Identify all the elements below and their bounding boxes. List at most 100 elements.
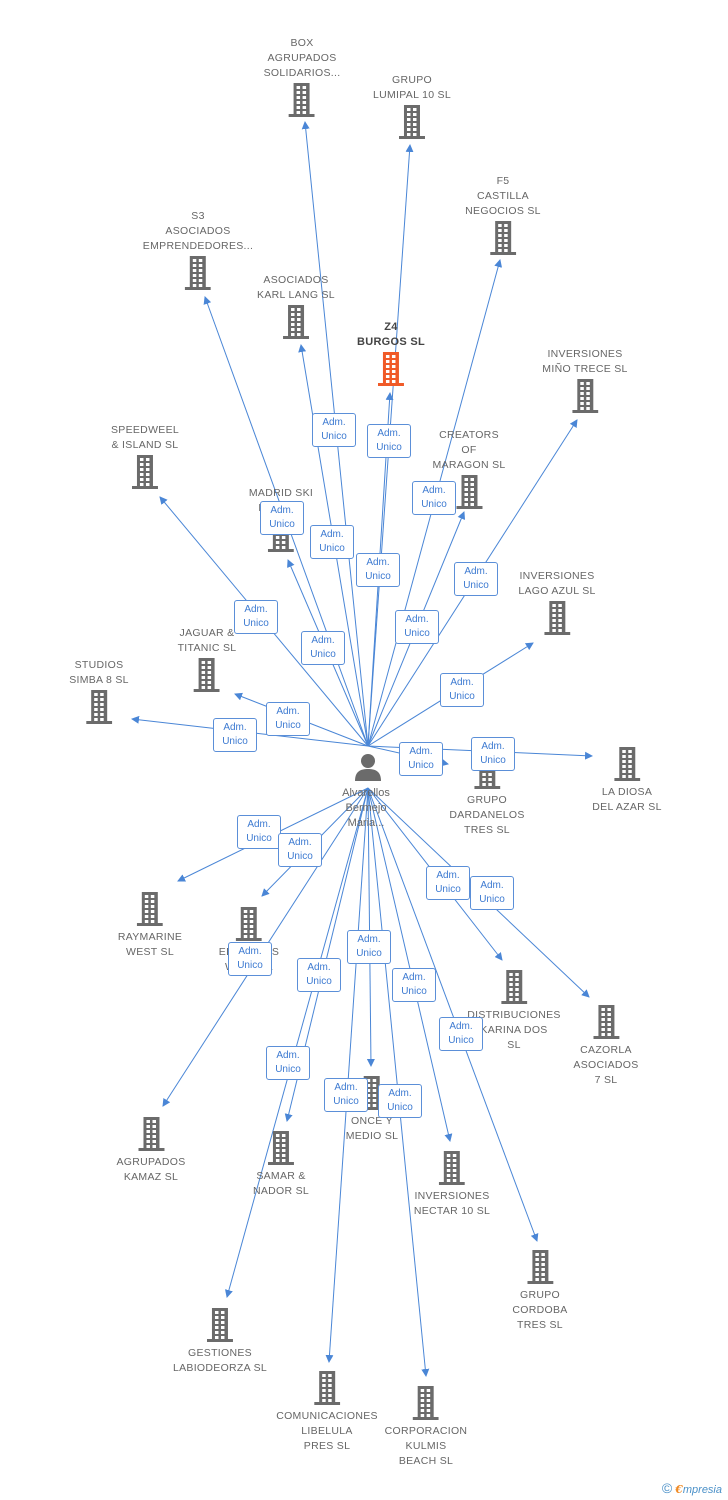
relation-label-line: Unico: [321, 431, 347, 442]
building-icon: [455, 475, 482, 509]
relation-label-line: Adm.: [276, 1050, 300, 1061]
relation-label-kulmis[interactable]: Adm.Unico: [378, 1084, 422, 1118]
relation-label-jaguar[interactable]: Adm.Unico: [266, 702, 310, 736]
relation-label-madrid[interactable]: Adm.Unico: [301, 631, 345, 665]
company-name-line: LIBELULA: [301, 1425, 353, 1437]
company-name-line: OF: [461, 444, 477, 456]
company-name-line: NEGOCIOS SL: [465, 205, 541, 217]
edge-nectar: [367, 787, 453, 1142]
relation-label-kamaz[interactable]: Adm.Unico: [228, 942, 272, 976]
edge-libelula: [325, 787, 369, 1363]
copyright-symbol: ©: [661, 1480, 673, 1496]
relation-label-box[interactable]: Adm. Unico: [312, 413, 356, 447]
company-name-line: KULMIS: [405, 1440, 447, 1452]
relation-label-mino[interactable]: Adm.Unico: [454, 562, 498, 596]
person-icon: [355, 754, 381, 781]
relation-label-diosa[interactable]: Adm.Unico: [471, 737, 515, 771]
company-name-line: SOLIDARIOS...: [263, 67, 341, 79]
relation-label-z4[interactable]: Adm.Unico: [356, 553, 400, 587]
relation-label-lagoazul[interactable]: Adm.Unico: [440, 673, 484, 707]
relation-label-speedweel[interactable]: Adm.Unico: [234, 600, 278, 634]
relation-label-creators[interactable]: Adm.Unico: [395, 610, 439, 644]
relation-label-line: Adm.: [436, 870, 460, 881]
building-icon: [526, 1250, 553, 1284]
relation-label-line: Unico: [449, 691, 475, 702]
relation-label-karl[interactable]: Adm.Unico: [310, 525, 354, 559]
company-name-line: BOX: [290, 37, 314, 49]
relation-label-raymarine[interactable]: Adm.Unico: [237, 815, 281, 849]
relation-label-nectar[interactable]: Adm.Unico: [392, 968, 436, 1002]
company-name-line: TITANIC SL: [177, 642, 237, 654]
company-node-jaguar[interactable]: JAGUAR &TITANIC SL: [178, 626, 237, 692]
person-node[interactable]: [353, 752, 383, 787]
company-name-line: MEDIO SL: [345, 1130, 399, 1142]
relation-label-f5[interactable]: Adm.Unico: [412, 481, 456, 515]
company-node-speedweel[interactable]: SPEEDWEEL& ISLAND SL: [111, 423, 179, 489]
relation-label-ediciones[interactable]: Adm.Unico: [278, 833, 322, 867]
company-name-line: PRES SL: [303, 1440, 351, 1452]
relation-label-samar[interactable]: Adm.Unico: [297, 958, 341, 992]
relation-label-dardanelos[interactable]: Adm.Unico: [399, 742, 443, 776]
edge-layer: [131, 121, 593, 1377]
company-node-libelula[interactable]: COMUNICACIONES LIBELULA PRES SL: [276, 1369, 378, 1454]
company-name-line: F5: [496, 175, 510, 187]
building-icon: [236, 907, 262, 941]
relation-label-line: Unico: [435, 884, 461, 895]
company-name: COMUNICACIONES LIBELULA PRES SL: [276, 1409, 378, 1454]
relation-label-cordoba[interactable]: Adm.Unico: [439, 1017, 483, 1051]
building-icon: [289, 83, 315, 117]
building-icon: [185, 256, 211, 290]
relation-label-libelula[interactable]: Adm.Unico: [324, 1078, 368, 1112]
relation-label-s3[interactable]: Adm.Unico: [260, 501, 304, 535]
building-icon: [490, 221, 516, 255]
relation-label-simba[interactable]: Adm.Unico: [213, 718, 257, 752]
relation-label-labiodeorza[interactable]: Adm.Unico: [266, 1046, 310, 1080]
building-icon: [438, 1151, 465, 1185]
company-name-line: MARAGON SL: [432, 459, 506, 471]
relation-label-lumipal[interactable]: Adm.Unico: [367, 424, 411, 458]
relation-label-distribuciones[interactable]: Adm. Unico: [426, 866, 470, 900]
relation-label-line: Unico: [408, 760, 434, 771]
relation-label-line: Unico: [310, 649, 336, 660]
building-icon: [501, 970, 527, 1004]
relation-label-line: Adm.: [322, 417, 346, 428]
relation-label-line: Adm.: [481, 741, 505, 752]
building-icon: [412, 1386, 439, 1420]
relation-label-line: Adm.: [247, 819, 271, 830]
company-node-samar[interactable]: SAMAR &NADOR SL: [253, 1129, 309, 1199]
relation-label-line: Unico: [222, 736, 248, 747]
relation-label-line: Adm.: [357, 934, 381, 945]
brand-name: mpresia: [682, 1484, 722, 1496]
relation-label-line: Unico: [404, 628, 430, 639]
brand-footer[interactable]: © €mpresia: [662, 1480, 722, 1496]
relation-label-cazorla[interactable]: Adm.Unico: [470, 876, 514, 910]
building-icon: [378, 352, 404, 386]
company-name-line: COMUNICACIONES: [276, 1410, 378, 1422]
relation-label-once[interactable]: Adm.Unico: [347, 930, 391, 964]
building-icon: [268, 1131, 294, 1165]
